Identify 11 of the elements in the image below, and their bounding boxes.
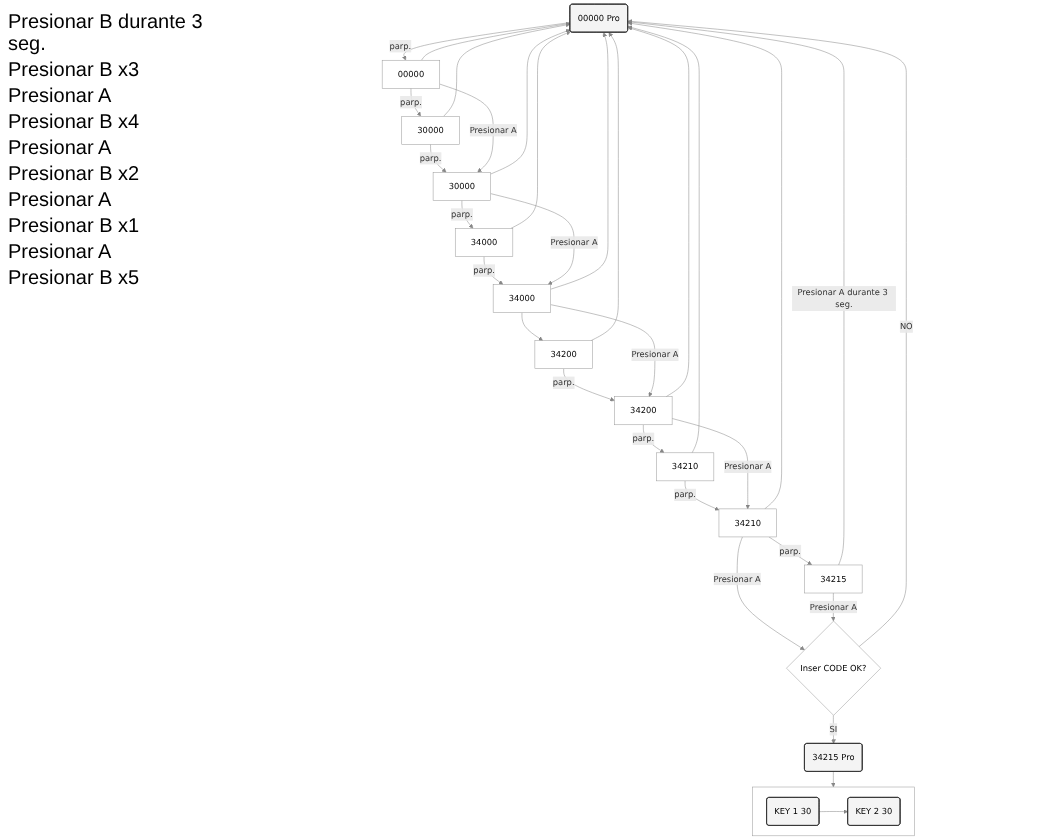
note-label: Presionar A (8, 86, 114, 108)
note-label: Presionar A (8, 138, 114, 160)
cluster (752, 786, 916, 837)
note-label: Presionar A (8, 190, 114, 212)
note-label: Presionar B x5 (8, 268, 142, 290)
note-label: Presionar B x1 (8, 216, 142, 238)
note-label: Presionar B x3 (8, 60, 142, 82)
note-label: Presionar B x4 (8, 112, 142, 134)
note-label: Presionar B x2 (8, 164, 142, 186)
note-label: Presionar B durante 3 seg. (8, 12, 205, 56)
note-label: Presionar A (8, 242, 114, 264)
